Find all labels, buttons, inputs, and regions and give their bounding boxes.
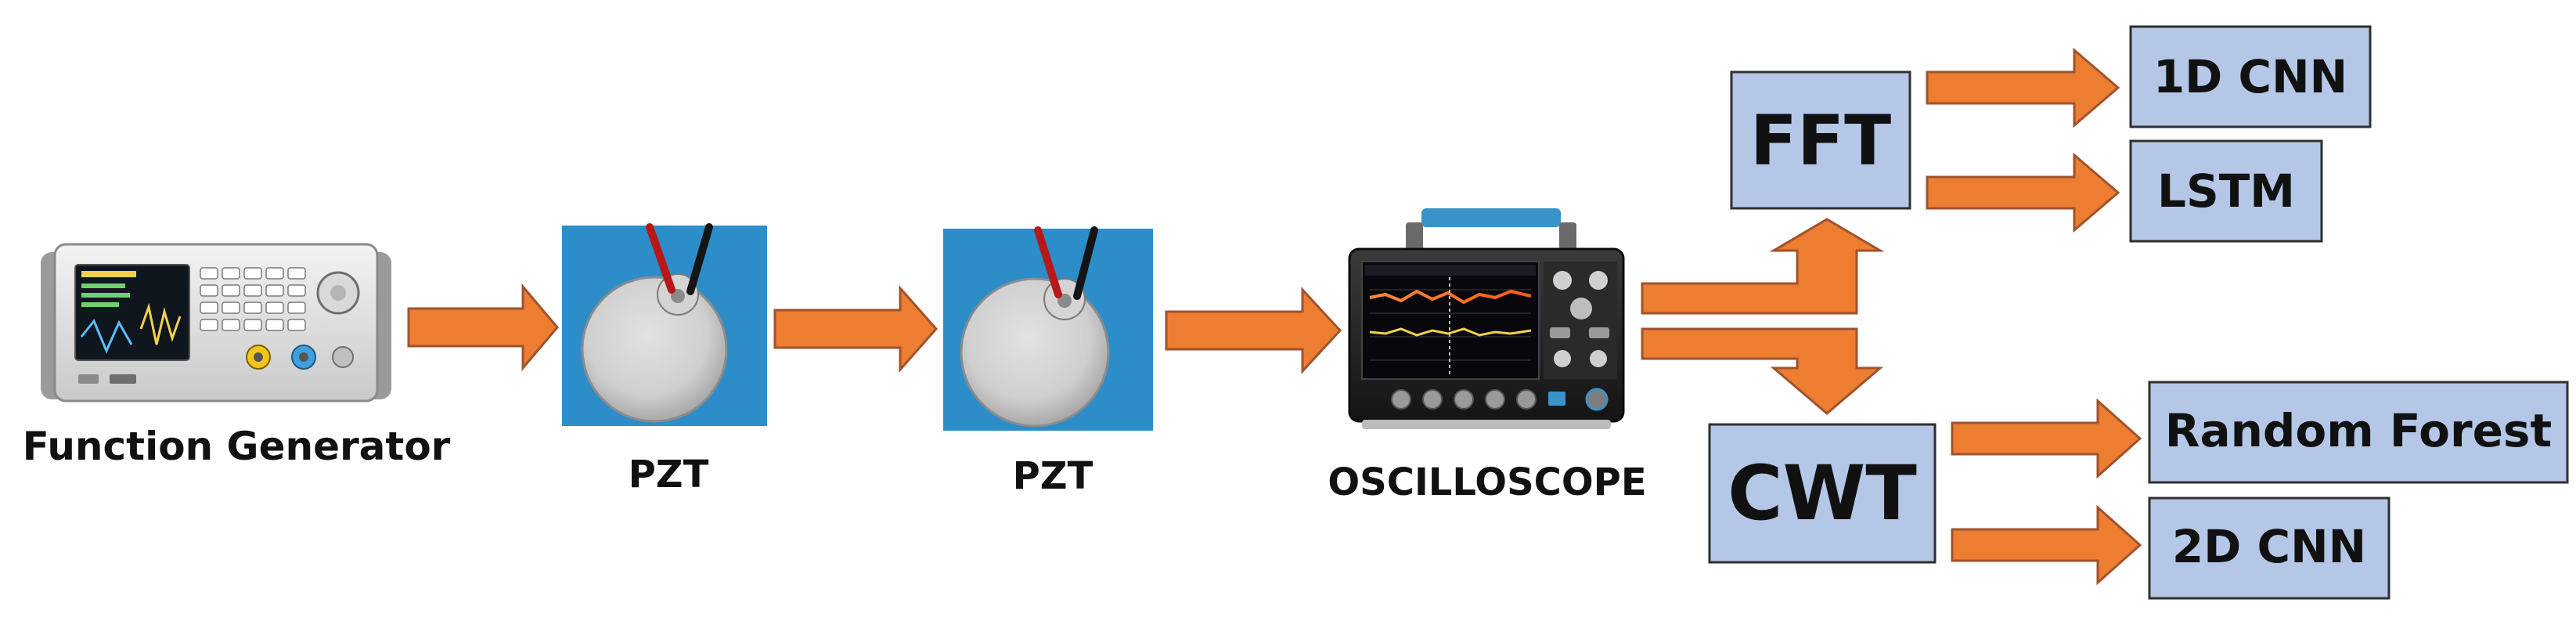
arrow-generator-to-pzt1 <box>407 283 559 372</box>
pzt-1-image <box>562 223 767 426</box>
arrow-fft-to-lstm <box>1926 152 2120 233</box>
pzt-2-label: PZT <box>1013 454 1093 498</box>
arrow-oscilloscope-to-cwt <box>1641 327 1884 415</box>
fft-box: FFT <box>1730 70 1911 210</box>
arrow-fft-to-1d-cnn <box>1926 47 2120 128</box>
1d-cnn-box: 1D CNN <box>2129 25 2372 128</box>
oscilloscope-image <box>1348 208 1625 429</box>
pzt-1-label: PZT <box>629 453 709 496</box>
arrow-cwt-to-2d-cnn <box>1951 504 2142 586</box>
arrow-cwt-to-random-forest <box>1951 398 2142 479</box>
oscilloscope-label: OSCILLOSCOPE <box>1328 460 1646 504</box>
lstm-label: LSTM <box>2157 164 2295 218</box>
lstm-box: LSTM <box>2129 139 2323 243</box>
pzt-2-image <box>943 226 1153 431</box>
cwt-label: CWT <box>1728 450 1917 537</box>
arrow-pzt1-to-pzt2 <box>773 285 939 373</box>
function-generator-image <box>41 243 391 403</box>
2d-cnn-label: 2D CNN <box>2172 520 2366 573</box>
function-generator-label: Function Generator <box>23 424 451 469</box>
cwt-box: CWT <box>1708 423 1937 564</box>
random-forest-label: Random Forest <box>2165 404 2552 457</box>
arrow-oscilloscope-to-fft <box>1641 218 1885 315</box>
1d-cnn-label: 1D CNN <box>2153 50 2347 103</box>
2d-cnn-box: 2D CNN <box>2148 496 2390 600</box>
arrow-pzt2-to-oscilloscope <box>1165 287 1342 374</box>
fft-label: FFT <box>1750 100 1891 181</box>
random-forest-box: Random Forest <box>2148 381 2569 484</box>
